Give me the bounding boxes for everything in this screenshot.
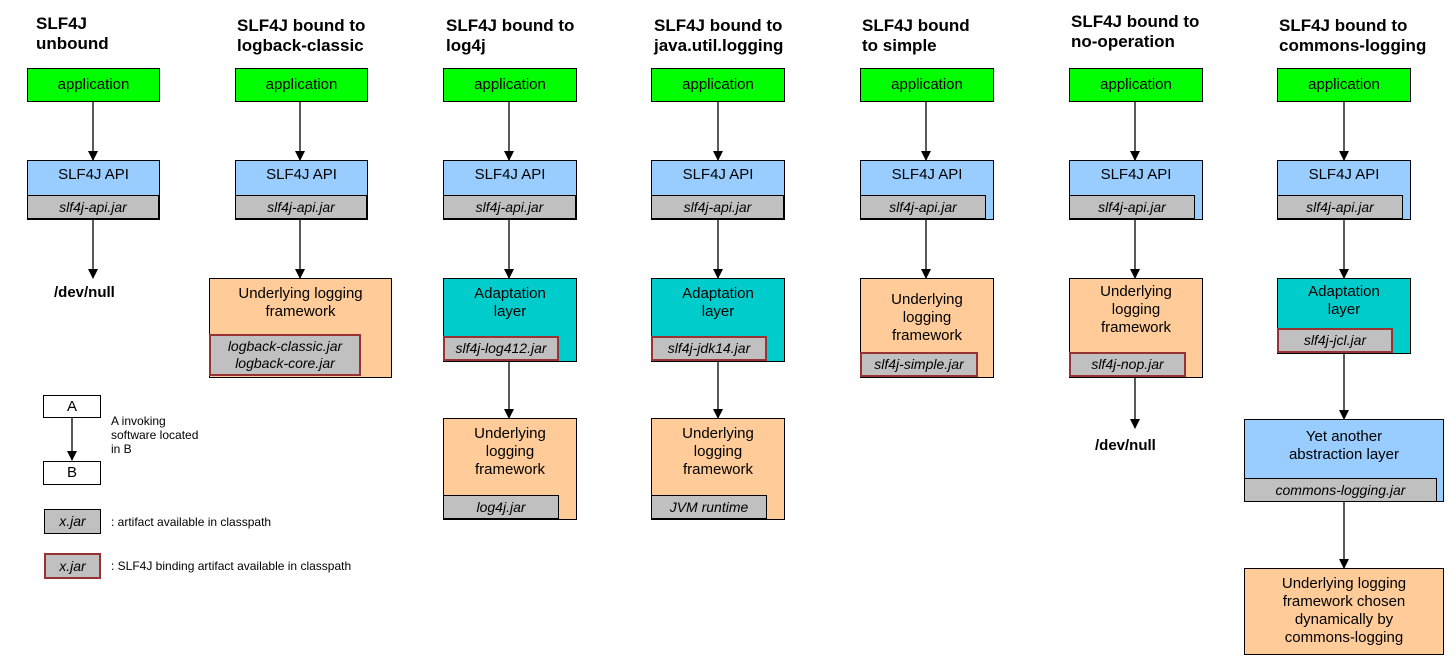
logging-framework-label: Underlying logging framework chosen dyna… [1281, 575, 1407, 646]
application-box: application [1277, 68, 1411, 102]
dev-null-label: /dev/null [1095, 437, 1156, 454]
logging-framework-label: Underlying logging framework [682, 425, 754, 478]
slf4j-api-label: SLF4J API [891, 166, 963, 183]
column-title-logback: SLF4J bound to logback-classic [237, 16, 366, 55]
logging-framework-box: Underlying logging framework chosen dyna… [1244, 568, 1444, 655]
legend-jar-text: : artifact available in classpath [111, 515, 272, 529]
column-title-unbound: SLF4J unbound [36, 14, 109, 53]
adaptation-layer-label: Adaptation layer [682, 285, 754, 320]
column-title-simple: SLF4J bound to simple [862, 16, 970, 55]
api-jar: slf4j-api.jar [860, 195, 986, 219]
api-jar: slf4j-api.jar [27, 195, 159, 219]
dev-null-label: /dev/null [54, 284, 115, 301]
slf4j-api-label: SLF4J API [1100, 166, 1172, 183]
framework-jar: JVM runtime [651, 495, 767, 519]
api-jar: slf4j-api.jar [1069, 195, 1195, 219]
api-jar: slf4j-api.jar [235, 195, 367, 219]
application-box: application [651, 68, 785, 102]
legend-binding-sample: x.jar [44, 553, 101, 579]
legend-box-b: B [43, 461, 101, 485]
legend-box-a: A [43, 395, 101, 418]
column-title-nop: SLF4J bound to no-operation [1071, 12, 1200, 51]
binding-jar: slf4j-log412.jar [443, 336, 559, 361]
logging-framework-label: Underlying logging framework [474, 425, 546, 478]
binding-jar: slf4j-jdk14.jar [651, 336, 767, 361]
api-jar: slf4j-api.jar [1277, 195, 1403, 219]
slf4j-api-label: SLF4J API [682, 166, 754, 183]
slf4j-api-label: SLF4J API [266, 166, 337, 183]
slf4j-api-label: SLF4J API [1308, 166, 1380, 183]
legend-jar-sample: x.jar [44, 509, 101, 534]
api-jar: slf4j-api.jar [651, 195, 784, 219]
column-title-jul: SLF4J bound to java.util.logging [654, 16, 784, 55]
binding-jar: logback-classic.jar logback-core.jar [209, 334, 361, 376]
logging-framework-label: Underlying logging framework [1100, 283, 1172, 336]
api-jar: slf4j-api.jar [443, 195, 576, 219]
binding-jar: slf4j-nop.jar [1069, 352, 1186, 377]
application-box: application [235, 68, 368, 102]
application-box: application [443, 68, 577, 102]
framework-jar: log4j.jar [443, 495, 559, 519]
legend-invoke-text: A invoking software located in B [111, 414, 199, 456]
slf4j-api-label: SLF4J API [58, 166, 129, 183]
legend-binding-text: : SLF4J binding artifact available in cl… [111, 559, 352, 573]
column-title-log4j: SLF4J bound to log4j [446, 16, 575, 55]
logging-framework-label: Underlying logging framework [238, 285, 363, 320]
logging-framework-label: Underlying logging framework [891, 291, 963, 344]
abstraction-layer-label: Yet another abstraction layer [1288, 428, 1400, 463]
application-box: application [1069, 68, 1203, 102]
abstraction-jar: commons-logging.jar [1244, 478, 1437, 502]
binding-jar: slf4j-simple.jar [860, 352, 978, 377]
adaptation-layer-label: Adaptation layer [474, 285, 546, 320]
application-box: application [860, 68, 994, 102]
column-title-jcl: SLF4J bound to commons-logging [1279, 16, 1427, 55]
application-box: application [27, 68, 160, 102]
slf4j-api-label: SLF4J API [474, 166, 546, 183]
adaptation-layer-label: Adaptation layer [1308, 283, 1380, 318]
binding-jar: slf4j-jcl.jar [1277, 328, 1393, 353]
